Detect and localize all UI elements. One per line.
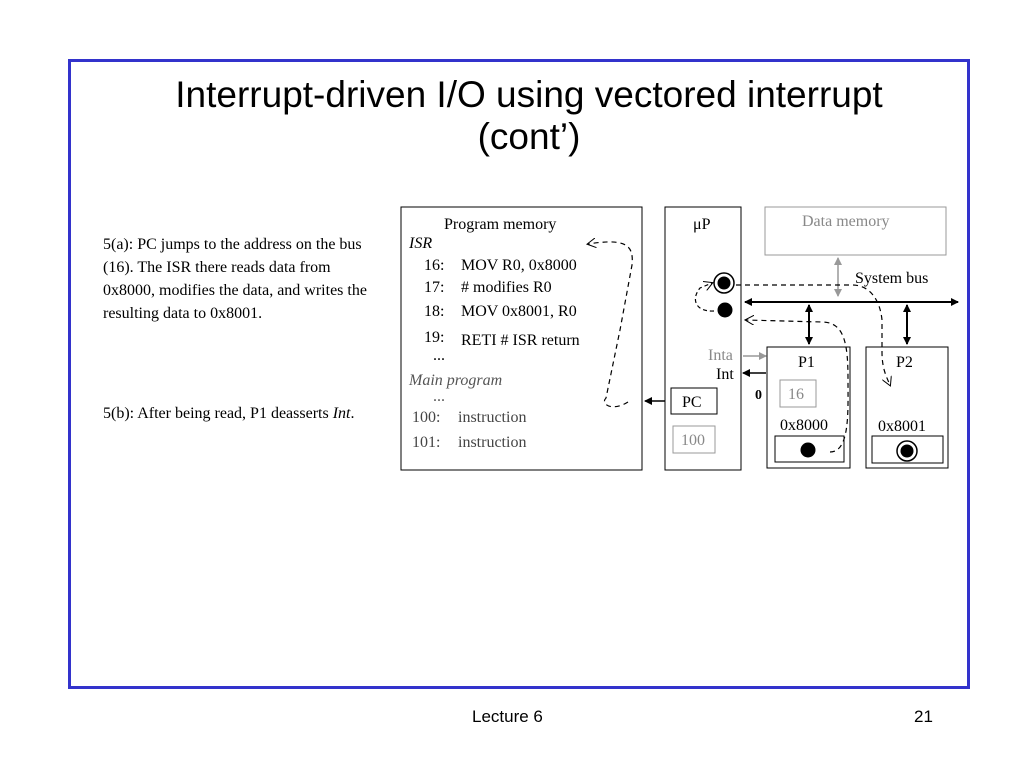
p2-write-arrow [736, 284, 890, 385]
step-5b-suffix: . [350, 405, 355, 422]
isr-line-17-num: 17: [424, 279, 444, 296]
p2-data-token-inner-icon [900, 444, 914, 458]
isr-line-18-num: 18: [424, 303, 444, 320]
program-memory-box [400, 206, 643, 471]
data-token-modified-inner-icon [717, 276, 731, 290]
p1-address: 0x8000 [780, 417, 828, 434]
data-memory-label: Data memory [802, 213, 890, 230]
p1-label: P1 [798, 354, 815, 371]
isr-label: ISR [408, 235, 432, 252]
int-label: Int [716, 366, 734, 383]
inta-label: Inta [708, 347, 733, 364]
p1-data-token-icon [800, 442, 816, 458]
main-line-100-num: 100: [412, 409, 440, 426]
microprocessor-label: μP [693, 216, 711, 233]
pc-to-isr-jump-arrow [588, 242, 633, 408]
title-line-2: (cont’) [477, 116, 581, 157]
step-5b-text: 5(b): After being read, P1 deasserts Int… [103, 402, 373, 425]
data-memory-box [764, 206, 947, 256]
slide-title: Interrupt-driven I/O using vectored inte… [68, 74, 990, 158]
isr-ellipsis: ... [433, 347, 445, 364]
isr-line-18-text: MOV 0x8001, R0 [461, 303, 577, 320]
slide-frame [68, 59, 970, 689]
data-token-icon [717, 302, 733, 318]
p1-read-arrow [746, 320, 849, 453]
pc-box [670, 387, 718, 415]
pc-value: 100 [681, 432, 705, 449]
pc-label: PC [682, 394, 702, 411]
step-5b-int: Int [332, 405, 351, 422]
int-value: 0 [755, 388, 762, 403]
main-line-101-num: 101: [412, 434, 440, 451]
main-line-101-text: instruction [458, 434, 526, 451]
p1-vector-box [779, 379, 817, 408]
isr-line-17-text: # modifies R0 [461, 279, 552, 296]
isr-line-16-num: 16: [424, 257, 444, 274]
system-bus-label: System bus [855, 270, 928, 287]
step-5a-text: 5(a): PC jumps to the address on the bus… [103, 236, 367, 322]
main-line-100-text: instruction [458, 409, 526, 426]
step-5b-prefix: 5(b): After being read, P1 deasserts [103, 405, 333, 422]
p2-label: P2 [896, 354, 913, 371]
title-line-1: Interrupt-driven I/O using vectored inte… [175, 74, 883, 115]
pc-value-box [672, 425, 716, 454]
isr-line-19-text: RETI # ISR return [461, 332, 580, 349]
isr-line-19-num: 19: [424, 329, 444, 346]
isr-line-16-text: MOV R0, 0x8000 [461, 257, 577, 274]
p2-address: 0x8001 [878, 418, 926, 435]
main-ellipsis: ... [433, 388, 445, 405]
main-program-label: Main program [408, 372, 502, 389]
program-memory-title: Program memory [444, 216, 556, 233]
footer-lecture: Lecture 6 [472, 707, 543, 726]
p1-vector: 16 [788, 386, 804, 403]
footer-page-number: 21 [914, 707, 933, 726]
modify-arrow [694, 283, 715, 312]
